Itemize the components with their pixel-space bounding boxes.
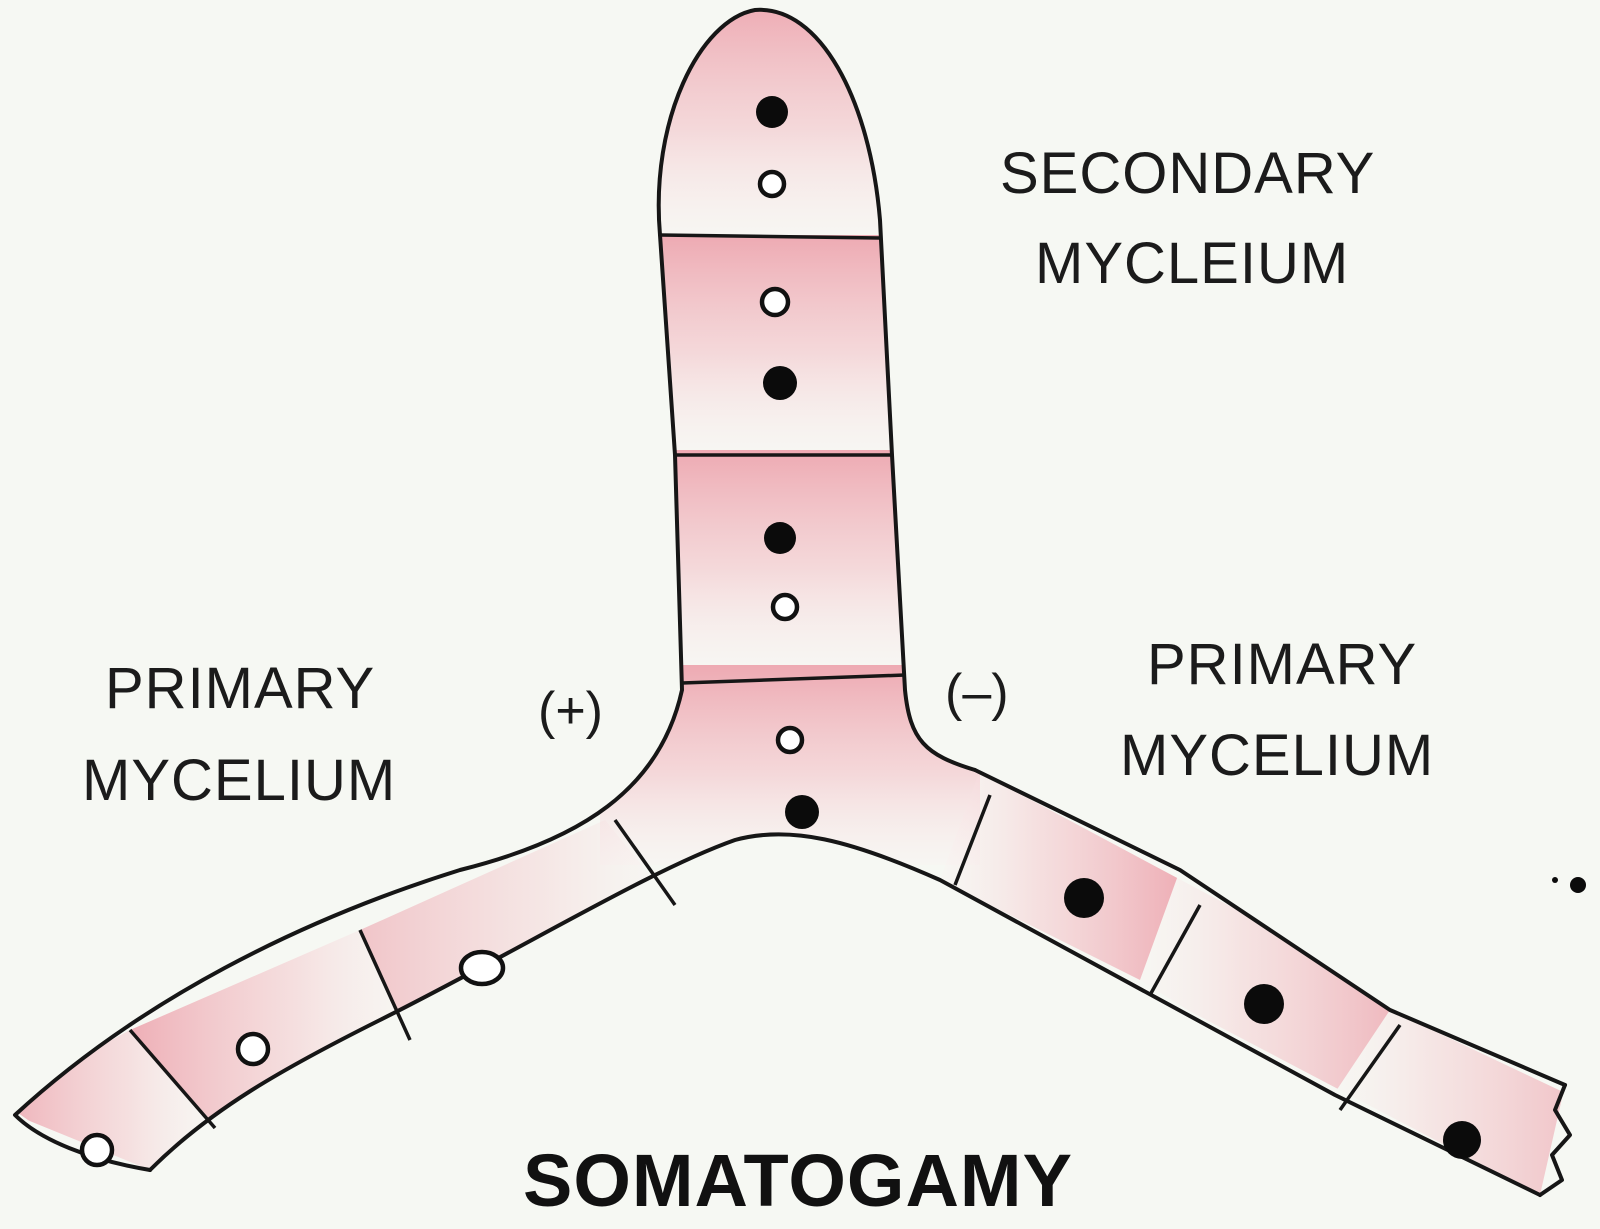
stray-dot xyxy=(1570,877,1586,893)
plus-strain-label: (+) xyxy=(538,682,603,740)
primary-right-label-line2: MYCELIUM xyxy=(1120,723,1434,788)
primary-left-label-line2: MYCELIUM xyxy=(82,748,396,813)
primary-left-label-line1: PRIMARY xyxy=(105,656,375,721)
light-nucleus xyxy=(762,289,788,315)
primary-right-label-line1: PRIMARY xyxy=(1147,632,1417,697)
dark-nucleus xyxy=(1064,878,1104,918)
stray-dot xyxy=(1552,877,1558,883)
diagram-title: SOMATOGAMY xyxy=(523,1139,1073,1222)
minus-strain-label: (–) xyxy=(945,664,1009,722)
dark-nucleus xyxy=(756,96,788,128)
dark-nucleus xyxy=(1443,1121,1481,1159)
light-nucleus xyxy=(773,595,797,619)
light-nucleus xyxy=(461,952,503,984)
dark-nucleus xyxy=(764,522,796,554)
dark-nucleus xyxy=(763,366,797,400)
light-nucleus xyxy=(82,1135,112,1165)
light-nucleus xyxy=(238,1034,268,1064)
light-nucleus xyxy=(778,728,802,752)
secondary-label-line1: SECONDARY xyxy=(1000,141,1375,206)
dark-nucleus xyxy=(785,795,819,829)
light-nucleus xyxy=(760,172,784,196)
dark-nucleus xyxy=(1244,984,1284,1024)
secondary-label-line2: MYCLEIUM xyxy=(1035,231,1349,296)
